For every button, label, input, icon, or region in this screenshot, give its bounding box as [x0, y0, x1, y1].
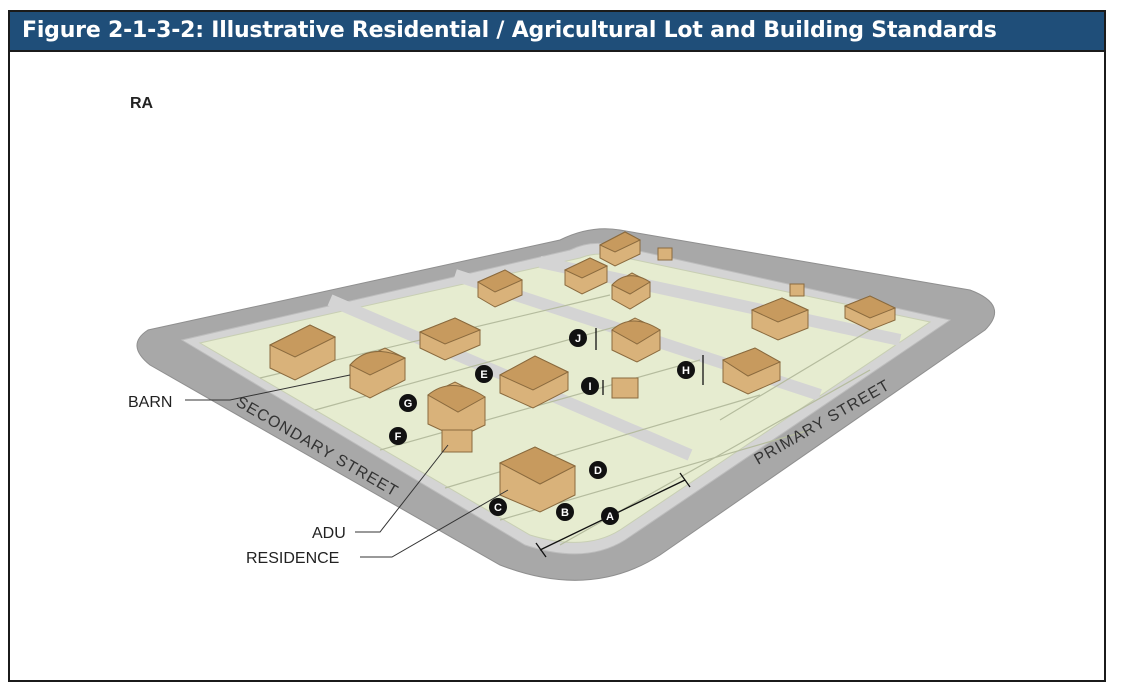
- building-house-3: [476, 269, 524, 308]
- building-house-2: [418, 317, 482, 361]
- buildings: [268, 231, 897, 513]
- marker-h: H: [677, 361, 695, 379]
- callout-adu: ADU: [312, 525, 346, 542]
- callout-barn: BARN: [128, 394, 172, 411]
- building-barn-1: [349, 347, 407, 399]
- building-house-8: [750, 297, 810, 341]
- building-adu-2: [611, 377, 639, 399]
- svg-text:J: J: [575, 333, 581, 345]
- marker-f: F: [389, 427, 407, 445]
- marker-e: E: [475, 365, 493, 383]
- figure-title: Figure 2-1-3-2: Illustrative Residential…: [22, 18, 997, 43]
- marker-a: A: [601, 507, 619, 525]
- building-house-1: [268, 324, 337, 381]
- marker-c: C: [489, 498, 507, 516]
- marker-d: D: [589, 461, 607, 479]
- svg-text:H: H: [682, 365, 690, 377]
- svg-text:B: B: [561, 507, 569, 519]
- figure-title-bar: Figure 2-1-3-2: Illustrative Residential…: [10, 12, 1104, 52]
- building-shed-1: [657, 247, 673, 261]
- marker-i: I: [581, 377, 599, 395]
- svg-text:I: I: [588, 381, 591, 393]
- svg-text:A: A: [606, 511, 614, 523]
- building-residence: [498, 446, 577, 513]
- callout-residence: RESIDENCE: [246, 550, 339, 567]
- building-adu: [441, 429, 473, 453]
- svg-text:F: F: [395, 431, 402, 443]
- svg-text:C: C: [494, 502, 502, 514]
- building-house-9: [843, 295, 897, 331]
- callout-leaders: [185, 374, 509, 558]
- building-house-6: [498, 355, 570, 409]
- building-house-7: [721, 347, 782, 395]
- building-house-4: [563, 257, 609, 295]
- zone-label: RA: [130, 95, 154, 112]
- marker-b: B: [556, 503, 574, 521]
- building-barn-2: [611, 272, 651, 310]
- marker-g: G: [399, 394, 417, 412]
- building-shed-2: [789, 283, 805, 297]
- svg-text:G: G: [404, 398, 413, 410]
- marker-j: J: [569, 329, 587, 347]
- svg-text:D: D: [594, 465, 602, 477]
- building-barn-4: [427, 381, 486, 439]
- building-house-5: [598, 231, 642, 267]
- svg-text:E: E: [480, 369, 487, 381]
- building-barn-3: [611, 317, 661, 363]
